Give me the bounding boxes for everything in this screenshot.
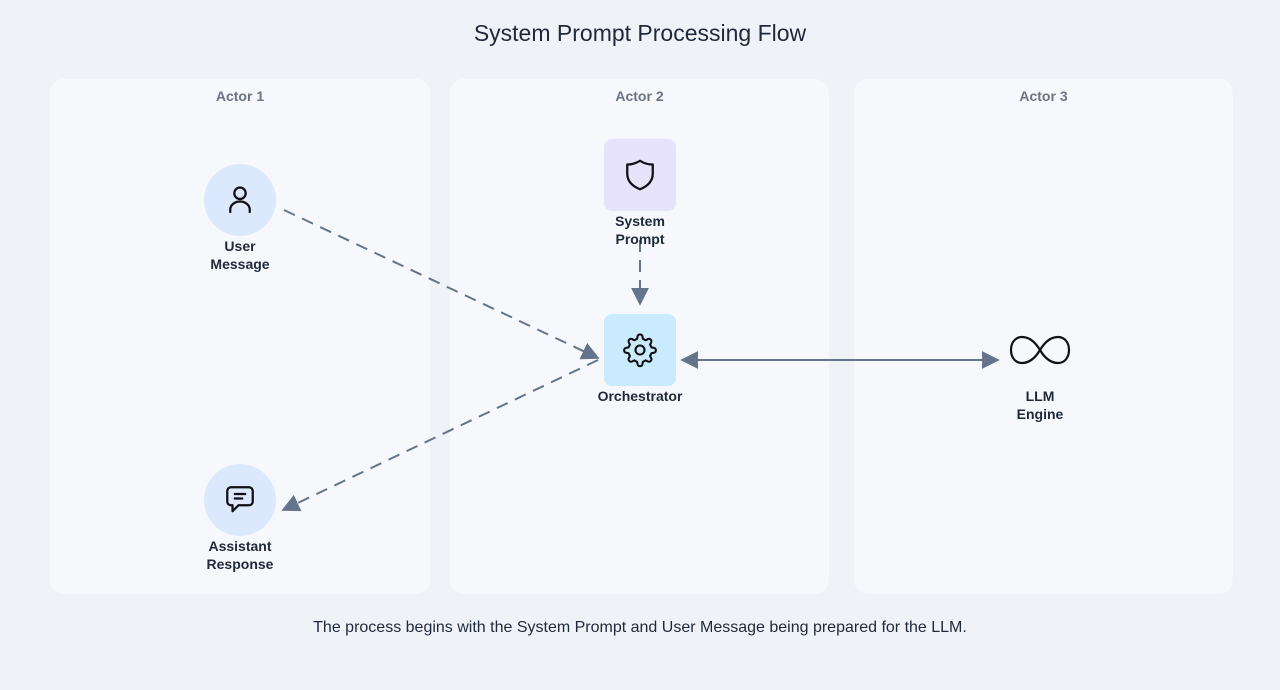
label-line: Response [206,556,274,572]
orchestrator-label: Orchestrator [597,388,683,404]
label-line: Engine [1016,406,1064,422]
assistant-response-label: Assistant Response [170,537,310,573]
caption: The process begins with the System Promp… [313,619,967,636]
label-line: System [615,213,665,229]
shield-icon [626,159,654,191]
user-icon [229,186,251,214]
lane-actor-3: Actor 3 [854,79,1233,594]
user-message-node[interactable] [204,164,276,236]
user-message-label: User Message [170,237,310,273]
system-prompt-label: System Prompt [570,212,710,248]
label-line: Prompt [615,231,665,247]
assistant-response-node[interactable] [204,464,276,536]
orchestrator-node[interactable] [604,314,676,386]
chat-icon [226,486,254,513]
lane-title: Actor 2 [615,88,664,104]
label-line: Assistant [208,538,272,554]
gear-icon [623,333,657,368]
lane-title: Actor 1 [215,88,265,104]
lane-title: Actor 3 [1019,88,1068,104]
system-prompt-node[interactable] [604,139,676,211]
label-line: User [224,238,256,254]
label-line: LLM [1025,388,1055,404]
llm-engine-node[interactable] [1004,314,1076,386]
label-line: Message [210,256,270,272]
infinity-icon [1009,335,1071,365]
diagram-title: System Prompt Processing Flow [473,20,807,46]
llm-engine-label: LLM Engine [970,387,1110,423]
